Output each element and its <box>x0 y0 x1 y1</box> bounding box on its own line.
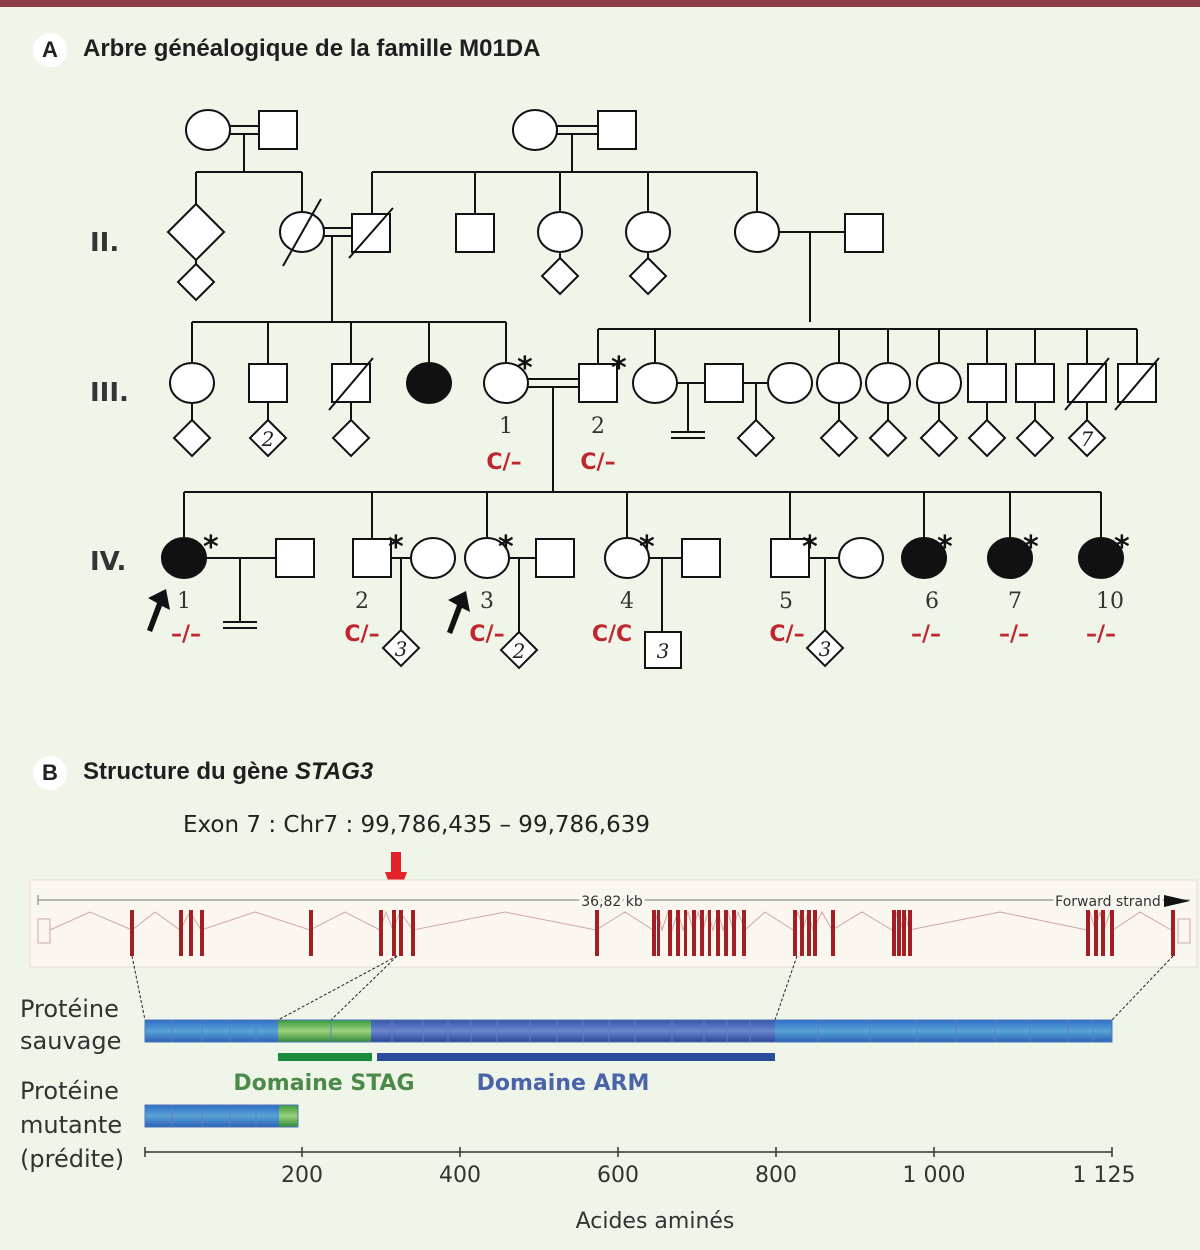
iii1-genotype: C/– <box>486 450 521 475</box>
panel-b-badge: B <box>33 756 67 790</box>
iv1-id: 1 <box>177 589 191 614</box>
iv10-genotype: –/– <box>1086 622 1116 647</box>
gen4-individuals <box>161 537 1124 670</box>
axis-tick-600: 600 <box>597 1163 639 1188</box>
iv2-children-count: 3 <box>395 637 408 661</box>
iv10-star: * <box>1114 530 1130 565</box>
proband-arrow-iv3 <box>447 591 470 634</box>
gen-label-ii: II. <box>90 228 119 258</box>
iv7-genotype: –/– <box>999 622 1029 647</box>
pedigree-chart: II. III. IV. <box>90 109 1160 670</box>
mutant-label-line2: mutante <box>20 1111 123 1139</box>
iv5-genotype: C/– <box>769 622 804 647</box>
panel-a-badge: A <box>33 33 67 67</box>
iv5-children-count: 3 <box>819 637 832 661</box>
wild-type-protein-bar <box>144 1019 1113 1043</box>
mutant-label-line3: (prédite) <box>20 1145 125 1173</box>
stag-domain-bar <box>278 1053 372 1061</box>
wild-type-label: Protéine sauvage <box>20 993 121 1057</box>
iii1-id: 1 <box>499 414 513 439</box>
arm-domain-label: Domaine ARM <box>477 1071 650 1096</box>
mutant-label-line1: Protéine <box>20 1077 119 1105</box>
gen1-couple-left <box>185 109 303 212</box>
panel-b-gene-name: STAG3 <box>295 758 374 785</box>
iii-diamond-count-2: 2 <box>261 427 275 451</box>
arm-domain-bar <box>377 1053 775 1061</box>
iii1-star: * <box>517 351 533 386</box>
iv5-id: 5 <box>779 589 793 614</box>
iv2-star: * <box>388 530 404 565</box>
strand-label: Forward strand <box>1055 894 1161 910</box>
amino-acid-axis <box>144 1147 1113 1157</box>
panel-b-title: Structure du gène STAG3 <box>83 758 373 786</box>
iv4-children-count: 3 <box>657 639 670 663</box>
gen3-individuals <box>169 357 1160 492</box>
wild-type-label-line2: sauvage <box>20 1027 122 1055</box>
iv7-star: * <box>1023 530 1039 565</box>
wild-type-label-line1: Protéine <box>20 995 119 1023</box>
iv6-id: 6 <box>925 589 939 614</box>
iv5-star: * <box>802 530 818 565</box>
iv4-star: * <box>639 530 655 565</box>
axis-tick-1000: 1 000 <box>903 1163 966 1188</box>
panel-b-title-prefix: Structure du gène <box>83 758 296 785</box>
iv2-id: 2 <box>355 589 369 614</box>
iv2-genotype: C/– <box>344 622 379 647</box>
iv6-star: * <box>937 530 953 565</box>
mutant-label: Protéine mutante (prédite) <box>20 1074 124 1176</box>
panel-a-title: Arbre généalogique de la famille M01DA <box>83 35 541 62</box>
gen-label-iii: III. <box>90 378 129 408</box>
iii-diamond-count-7: 7 <box>1081 427 1094 451</box>
gen-label-iv: IV. <box>90 547 126 577</box>
gene-structure-figure: 36,82 kb Forward strand <box>29 852 1198 1234</box>
axis-tick-800: 800 <box>755 1163 797 1188</box>
iv6-genotype: –/– <box>911 622 941 647</box>
exon7-coordinates: Exon 7 : Chr7 : 99,786,435 – 99,786,639 <box>183 812 650 838</box>
iv4-id: 4 <box>620 589 634 614</box>
strand-arrow <box>1164 895 1190 907</box>
iv1-genotype: –/– <box>171 622 201 647</box>
iv1-star: * <box>203 530 219 565</box>
exon-bars <box>130 910 1175 956</box>
stag-domain-label: Domaine STAG <box>233 1071 414 1096</box>
iii2-star: * <box>611 351 627 386</box>
mutant-protein-bar <box>144 1104 299 1128</box>
axis-label: Acides aminés <box>576 1209 735 1234</box>
iii2-genotype: C/– <box>580 450 615 475</box>
iv3-id: 3 <box>480 589 494 614</box>
axis-tick-200: 200 <box>281 1163 323 1188</box>
proband-arrow-iv1 <box>147 589 170 632</box>
iv7-id: 7 <box>1008 589 1022 614</box>
iii2-id: 2 <box>591 414 605 439</box>
gene-length-label: 36,82 kb <box>581 894 643 910</box>
iv3-star: * <box>498 530 514 565</box>
iv10-id: 10 <box>1096 589 1124 614</box>
iv3-genotype: C/– <box>469 622 504 647</box>
axis-tick-400: 400 <box>439 1163 481 1188</box>
top-bar <box>0 0 1200 7</box>
iv3-children-count: 2 <box>512 639 526 663</box>
gene-track-box <box>29 879 1198 968</box>
iv4-genotype: C/C <box>592 622 632 647</box>
axis-tick-1125: 1 125 <box>1073 1163 1136 1188</box>
gen2-individuals <box>166 198 884 322</box>
gen1-couple-right <box>371 109 758 214</box>
